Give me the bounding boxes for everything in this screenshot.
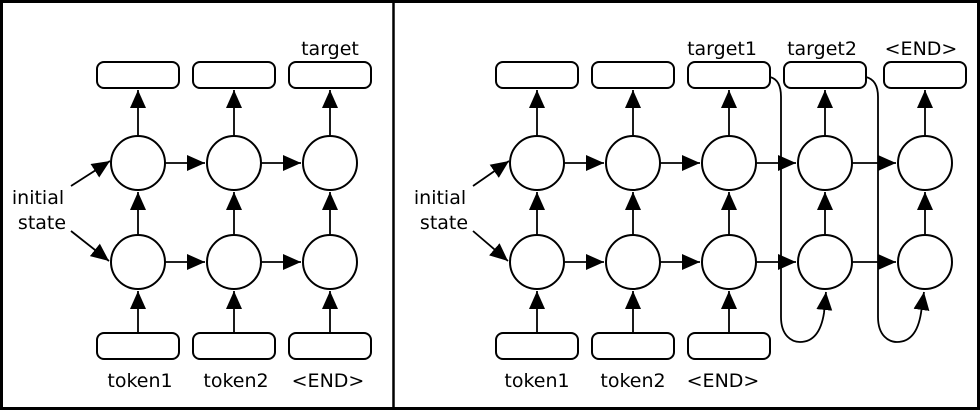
input-box — [96, 332, 180, 360]
token2-label: token2 — [203, 370, 268, 392]
rnn-unit-circle — [206, 234, 262, 290]
input-box — [591, 332, 675, 360]
output-box — [687, 61, 771, 89]
initial-state-arrow-top — [472, 160, 510, 187]
initial-state-arrow-bottom — [472, 230, 509, 262]
left-panel: target token1 token2 <END> initial state — [12, 38, 372, 392]
rnn-unit-circle — [509, 135, 565, 191]
rnn-unit-circle — [897, 135, 953, 191]
input-box — [288, 332, 372, 360]
output-box — [192, 61, 276, 89]
end-label: <END> — [292, 370, 365, 392]
rnn-unit-circle — [509, 234, 565, 290]
rnn-unit-circle — [701, 234, 757, 290]
rnn-unit-circle — [302, 135, 358, 191]
output-box — [783, 61, 867, 89]
rnn-unit-circle — [605, 234, 661, 290]
token2-label: token2 — [600, 370, 665, 392]
target-label: target — [301, 38, 359, 60]
initial-state-arrow-top — [70, 160, 111, 187]
input-box — [687, 332, 771, 360]
rnn-unit-circle — [110, 135, 166, 191]
initial-state-label-line1: initial — [414, 187, 466, 209]
output-box — [495, 61, 579, 89]
output-box — [883, 61, 967, 89]
token1-label: token1 — [504, 370, 569, 392]
end-bottom-label: <END> — [687, 370, 760, 392]
input-box — [495, 332, 579, 360]
rnn-unit-circle — [897, 234, 953, 290]
rnn-unit-circle — [206, 135, 262, 191]
rnn-unit-circle — [797, 135, 853, 191]
end-top-label: <END> — [885, 38, 958, 60]
initial-state-label-line1: initial — [12, 187, 64, 209]
feedback-curve-arrow-2 — [865, 76, 930, 343]
input-box — [192, 332, 276, 360]
output-box — [288, 61, 372, 89]
target1-label: target1 — [687, 38, 757, 60]
feedback-curve-arrow-1 — [769, 76, 833, 343]
rnn-unit-circle — [302, 234, 358, 290]
rnn-unit-circle — [110, 234, 166, 290]
rnn-unit-circle — [797, 234, 853, 290]
initial-state-label-line2: state — [18, 212, 66, 234]
initial-state-arrow-bottom — [70, 230, 110, 262]
token1-label: token1 — [107, 370, 172, 392]
right-panel: target1 target2 <END> token1 token2 <END… — [414, 38, 967, 392]
output-box — [591, 61, 675, 89]
rnn-unit-circle — [605, 135, 661, 191]
rnn-unit-circle — [701, 135, 757, 191]
initial-state-label-line2: state — [420, 212, 468, 234]
output-box — [96, 61, 180, 89]
target2-label: target2 — [787, 38, 857, 60]
